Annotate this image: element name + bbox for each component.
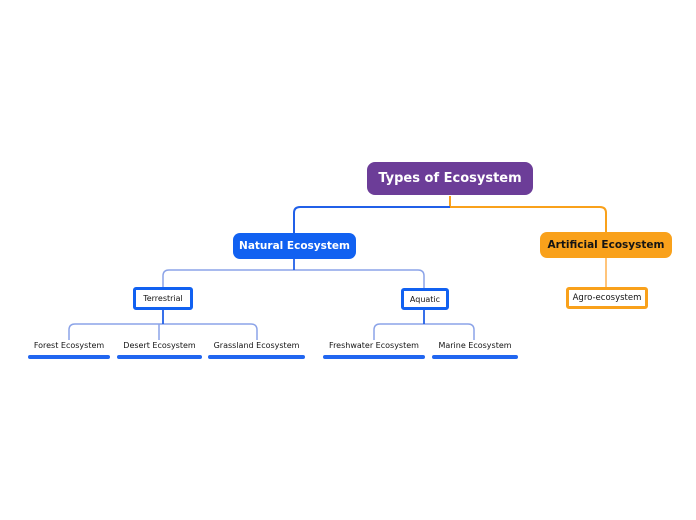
leaf-label: Marine Ecosystem (438, 341, 512, 350)
leaf-label: Desert Ecosystem (123, 341, 196, 350)
leaf-label: Forest Ecosystem (33, 341, 105, 350)
leaf-marine-ecosystem[interactable]: Marine Ecosystem (432, 341, 518, 359)
node-natural-ecosystem[interactable]: Natural Ecosystem (233, 233, 356, 259)
connector-root-artificial (450, 206, 607, 232)
leaf-grassland-ecosystem[interactable]: Grassland Ecosystem (208, 341, 305, 359)
connector-root-natural (293, 206, 450, 233)
node-artificial-ecosystem[interactable]: Artificial Ecosystem (540, 232, 672, 258)
leaf-underline-bar (208, 355, 305, 359)
leaf-desert-ecosystem[interactable]: Desert Ecosystem (117, 341, 202, 359)
connector-natural-split (162, 269, 425, 288)
leaf-forest-ecosystem[interactable]: Forest Ecosystem (28, 341, 110, 359)
node-aquatic[interactable]: Aquatic (401, 288, 449, 310)
leaf-label: Grassland Ecosystem (213, 341, 300, 350)
leaf-underline-bar (117, 355, 202, 359)
leaf-underline-bar (432, 355, 518, 359)
connector-terrestrial-rail (68, 323, 258, 340)
leaf-underline-bar (28, 355, 110, 359)
node-agro-ecosystem[interactable]: Agro-ecosystem (566, 287, 648, 309)
connector-aquatic-rail (373, 323, 475, 340)
node-types-of-ecosystem[interactable]: Types of Ecosystem (367, 162, 533, 195)
leaf-label: Freshwater Ecosystem (329, 341, 419, 350)
leaf-underline-bar (323, 355, 425, 359)
node-terrestrial[interactable]: Terrestrial (133, 287, 193, 310)
leaf-freshwater-ecosystem[interactable]: Freshwater Ecosystem (323, 341, 425, 359)
